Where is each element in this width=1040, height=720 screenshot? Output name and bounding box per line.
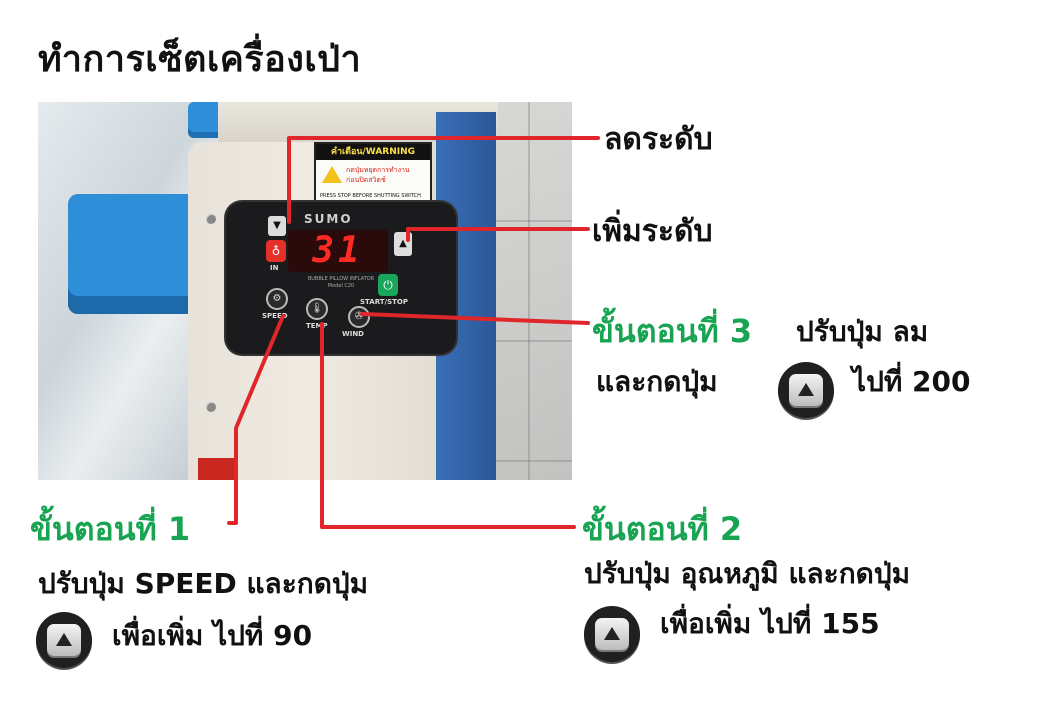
warning-header: คำเตือน/WARNING	[316, 144, 430, 160]
step3-line1: ปรับปุ่ม ลม	[796, 315, 929, 348]
step1-heading: ขั้นตอนที่ 1	[30, 510, 191, 548]
step2-heading: ขั้นตอนที่ 2	[582, 510, 743, 548]
increase-label: เพิ่มระดับ	[592, 214, 713, 249]
wind-label: WIND	[342, 330, 364, 338]
warning-thai-line: กดปุ่มหยุดการทำงาน	[346, 166, 410, 174]
increase-button[interactable]: ▲	[394, 232, 412, 256]
start-stop-label: START/STOP	[360, 298, 408, 306]
machine-photo: คำเตือน/WARNING กดปุ่มหยุดการทำงาน ก่อนป…	[38, 102, 572, 480]
in-label: IN	[270, 264, 279, 272]
speed-button[interactable]: ⚙	[266, 288, 288, 310]
decrease-button[interactable]: ▼	[268, 216, 286, 236]
temp-button[interactable]: 🌡	[306, 298, 328, 320]
model-line: BUBBLE PILLOW INFLATOR	[307, 276, 375, 282]
warning-triangle-icon	[322, 166, 342, 183]
step3-heading: ขั้นตอนที่ 3	[592, 312, 753, 350]
control-panel: SUMO ▼ ♁ IN 31 ▲ ⏻ START/STOP BUBBLE PIL…	[226, 202, 456, 354]
screw	[206, 214, 216, 224]
warning-thai-line: ก่อนปิดสวิตช์	[346, 176, 386, 184]
up-arrow-key-icon	[778, 362, 834, 418]
step3-line2-suffix: ไปที่ 200	[852, 365, 971, 398]
step2-line1: ปรับปุ่ม อุณหภูมิ และกดปุ่ม	[584, 557, 911, 590]
up-arrow-key-icon	[36, 612, 92, 668]
step1-line2: เพื่อเพิ่ม ไปที่ 90	[112, 619, 313, 652]
start-stop-button[interactable]: ⏻	[378, 274, 398, 296]
up-arrow-key-icon	[584, 606, 640, 662]
led-display: 31	[288, 230, 388, 272]
in-button[interactable]: ♁	[266, 240, 286, 262]
page-title: ทำการเซ็ตเครื่องเป่า	[38, 39, 362, 80]
step3-line2-prefix: และกดปุ่ม	[596, 365, 718, 398]
brand-label: SUMO	[304, 212, 353, 226]
model-line: Model C20	[327, 283, 355, 289]
screw	[206, 402, 216, 412]
decrease-label: ลดระดับ	[604, 122, 713, 157]
step1-line1: ปรับปุ่ม SPEED และกดปุ่ม	[38, 567, 369, 600]
step2-line2: เพื่อเพิ่ม ไปที่ 155	[660, 607, 880, 640]
temp-label: TEMP	[306, 322, 328, 330]
warning-thai: กดปุ่มหยุดการทำงาน ก่อนปิดสวิตช์	[346, 165, 410, 185]
red-tag	[198, 458, 234, 480]
wind-button[interactable]: ✇	[348, 306, 370, 328]
model-text: BUBBLE PILLOW INFLATOR Model C20	[296, 276, 386, 290]
speed-label: SPEED	[262, 312, 288, 320]
